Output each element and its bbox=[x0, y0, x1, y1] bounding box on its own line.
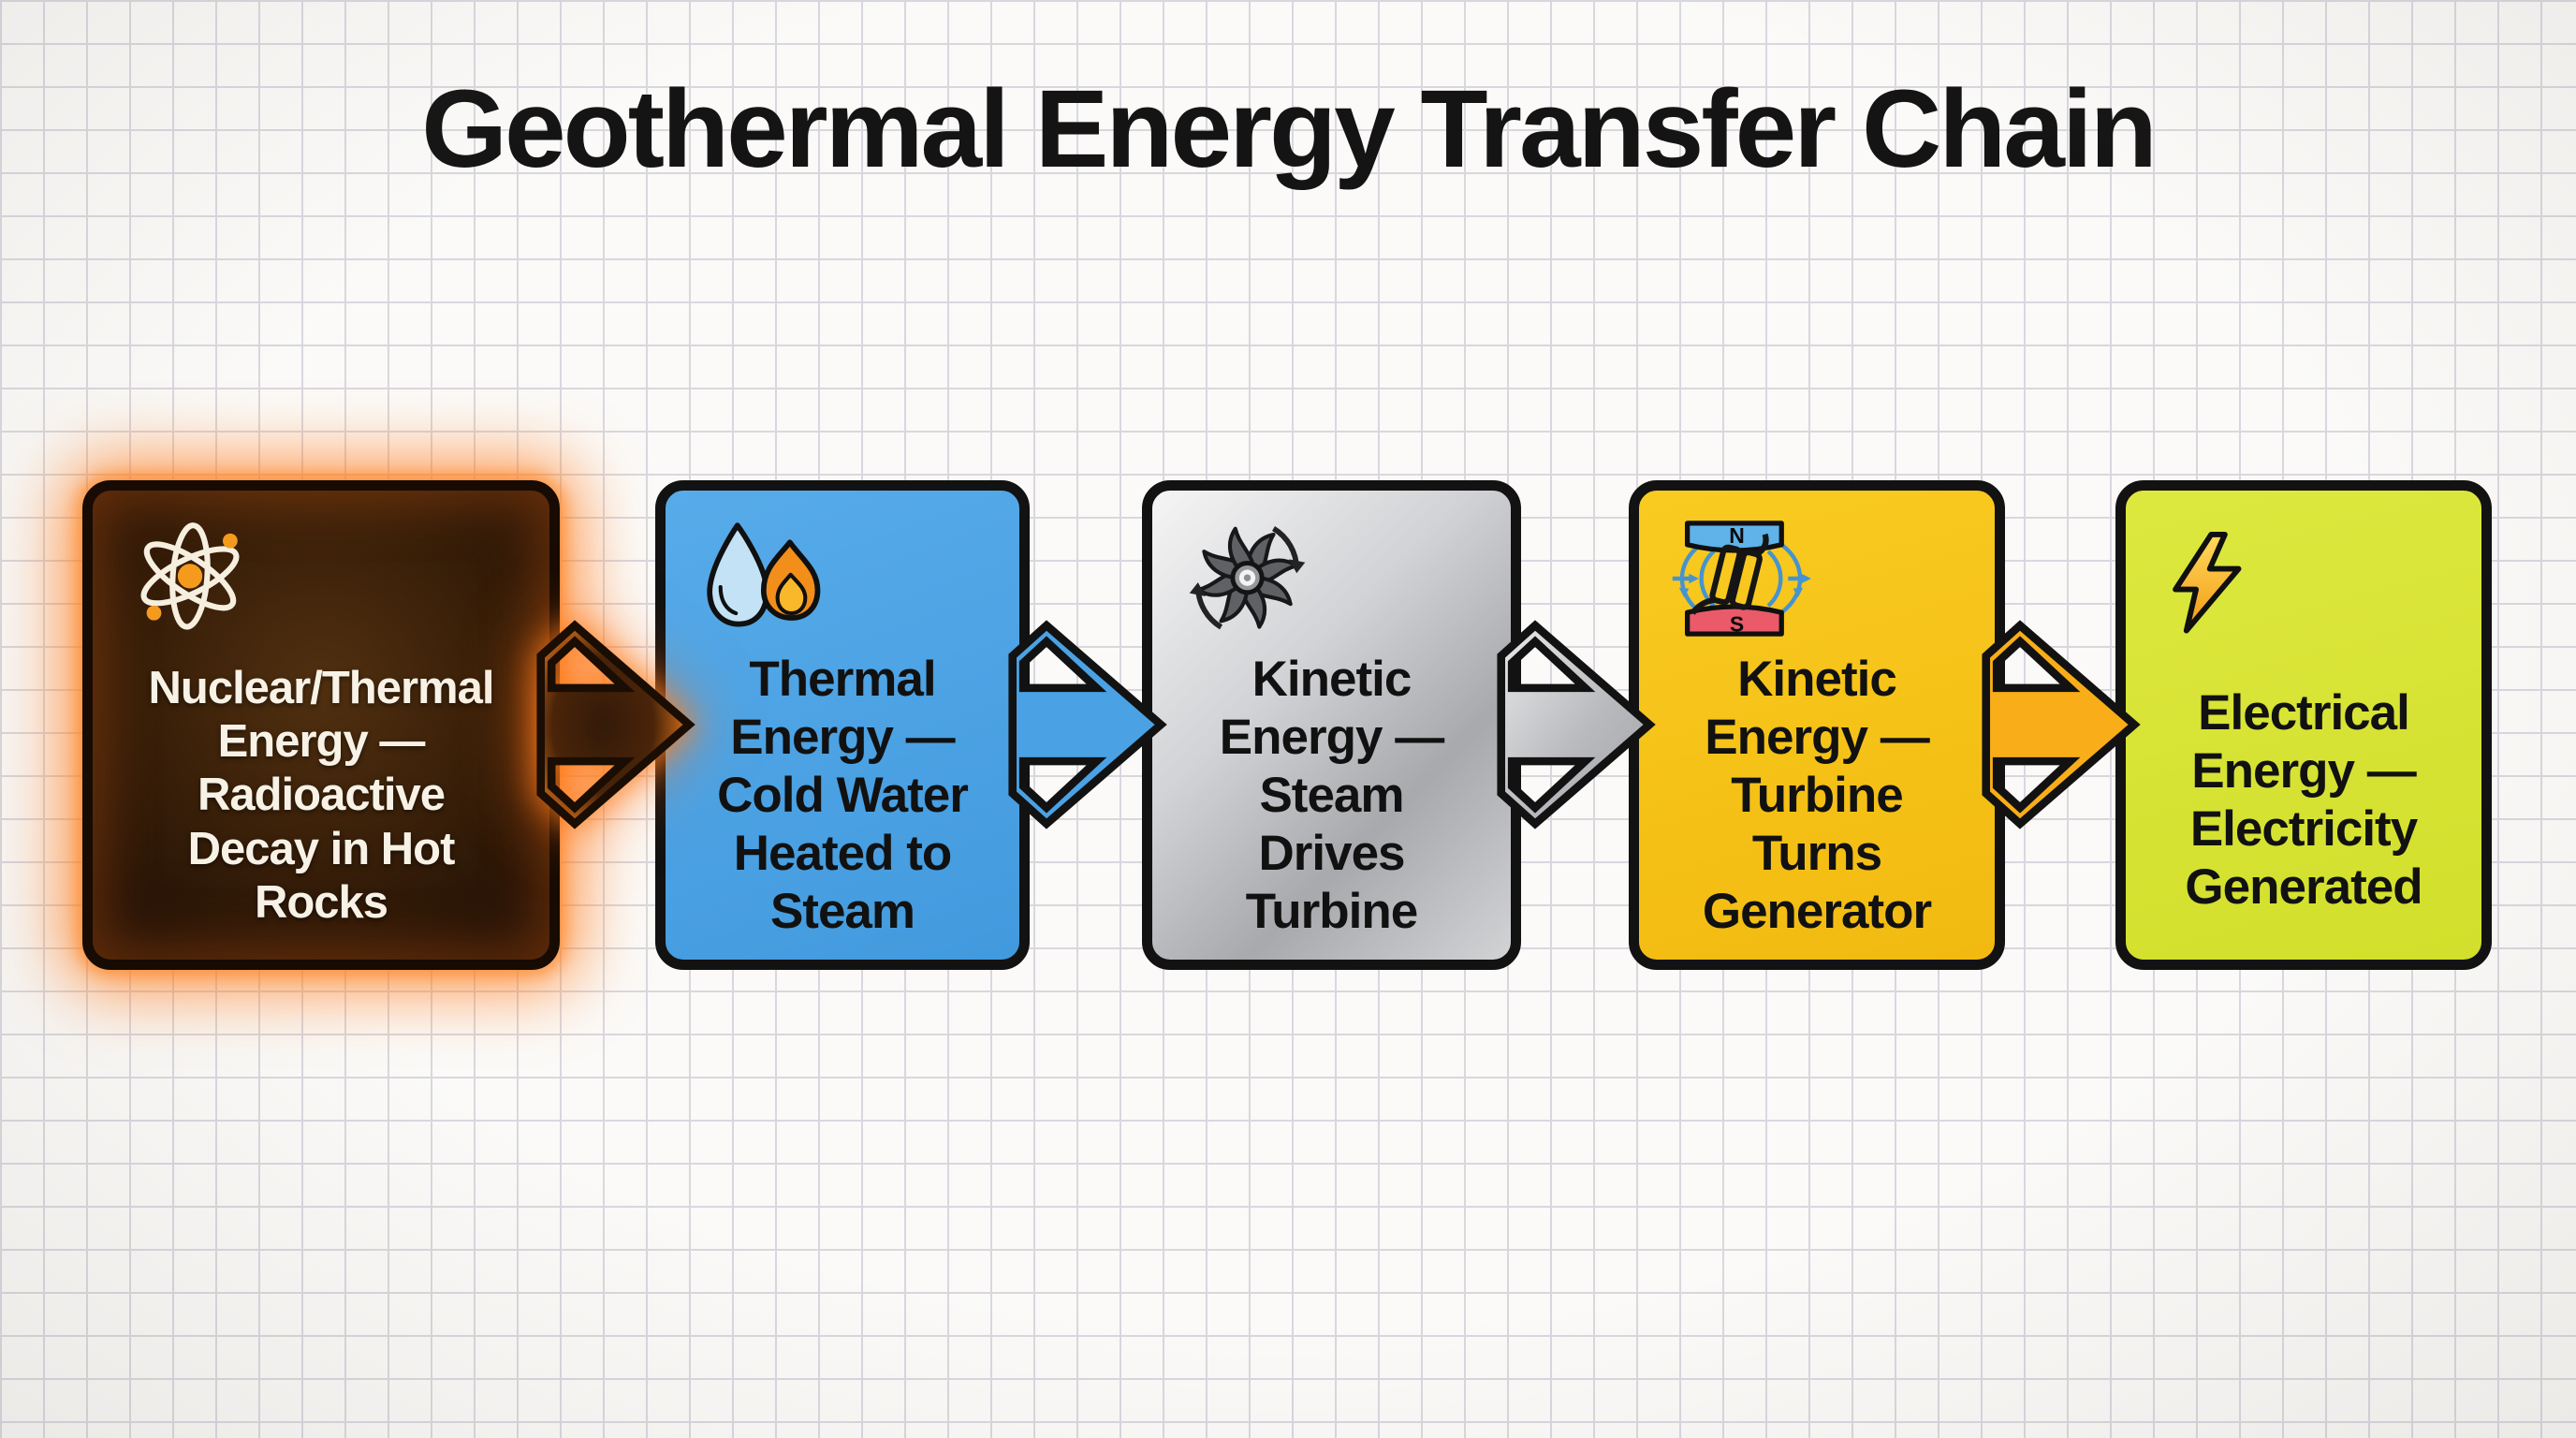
stage-label: Thermal Energy — Cold Water Heated to St… bbox=[717, 652, 969, 939]
stage-box-thermal: Thermal Energy — Cold Water Heated to St… bbox=[655, 480, 1030, 970]
stage-box-electrical: Electrical Energy — Electricity Generate… bbox=[2115, 480, 2492, 970]
water-flame-icon bbox=[697, 513, 1019, 649]
stage-label: Electrical Energy — Electricity Generate… bbox=[2185, 685, 2422, 915]
lightning-icon bbox=[2158, 513, 2481, 658]
flow-arrow-2 bbox=[1008, 620, 1167, 829]
flow-arrow-1 bbox=[536, 620, 695, 829]
magnet-north-label: N bbox=[1729, 523, 1745, 548]
stage-box-nuclear-thermal: Nuclear/Thermal Energy — Radioactive Dec… bbox=[82, 480, 560, 970]
stage-label: Kinetic Energy — Steam Drives Turbine bbox=[1219, 652, 1444, 939]
atom-icon bbox=[124, 513, 549, 649]
stage-label: Kinetic Energy — Turbine Turns Generator bbox=[1702, 652, 1932, 939]
stage-box-kinetic-turbine: Kinetic Energy — Steam Drives Turbine bbox=[1142, 480, 1521, 970]
stage-box-kinetic-generator: N S Kinetic Energy — Turbine Turns Gener… bbox=[1629, 480, 2005, 970]
flow-arrow-3 bbox=[1497, 620, 1656, 829]
flow-arrow-4 bbox=[1982, 620, 2141, 829]
generator-icon: N S bbox=[1671, 513, 1995, 649]
magnet-south-label: S bbox=[1730, 611, 1744, 636]
stage-label: Nuclear/Thermal Energy — Radioactive Dec… bbox=[148, 662, 495, 928]
diagram-title: Geothermal Energy Transfer Chain bbox=[421, 67, 2158, 191]
turbine-icon bbox=[1184, 513, 1511, 649]
